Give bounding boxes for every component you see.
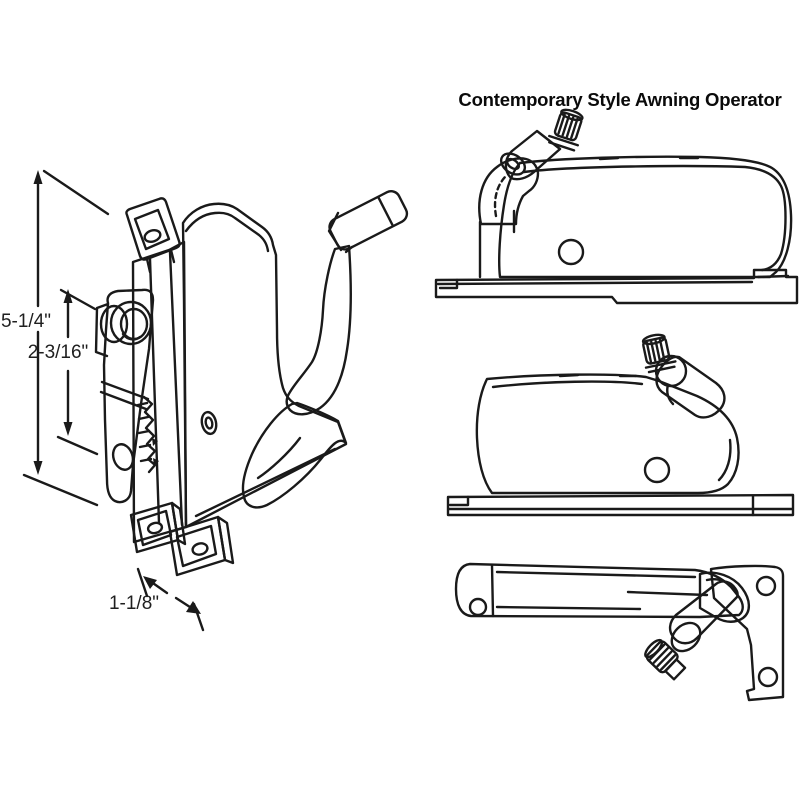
base-screw-hole-left [146,521,164,535]
operator-housing [181,202,348,529]
dimension-overall-height: 5-1/4" [1,169,110,507]
body-hole [468,597,488,617]
side-view-crank-left [434,108,799,305]
crank-grip [328,190,409,251]
dimension-base-width: 1-1/8" [109,567,205,632]
crank-ferrule [327,211,343,252]
housing-screw-hole [200,410,218,436]
base-pad-right [168,515,227,577]
pivot-roller [99,300,153,346]
spline-stud [644,638,687,681]
crank-stud-cylinder [668,580,739,645]
knurled-collar [670,621,702,653]
base-width-label: 1-1/8" [109,593,159,614]
bracket-hole-top [755,575,777,597]
dimension-pivot-height: 2-3/16" [28,288,99,456]
top-mounting-tab [125,197,181,274]
side-view-crank-right [446,333,795,517]
arm-shoe [241,401,348,509]
crank-arm [285,244,352,416]
crank-handle [241,190,409,509]
crank-hub [698,571,751,623]
link-arm [94,288,155,504]
corner-bracket [709,564,785,702]
housing-body [498,155,793,279]
housing-hole [557,238,585,266]
housing-hole [643,456,671,484]
overall-height-label: 5-1/4" [1,311,51,332]
pivot-height-label: 2-3/16" [28,342,89,363]
spring-detail [136,395,159,474]
crank-hub [478,157,540,226]
mounting-channel [131,240,188,544]
base-flange [434,268,799,305]
base-screw-hole-right [191,542,209,556]
base-flange [446,493,795,517]
arm-slot-hole [111,443,135,471]
figure-title: Contemporary Style Awning Operator [458,89,781,110]
isometric-view [94,190,409,577]
tab-screw-hole [143,229,162,243]
mounting-base [129,501,235,577]
folded-view [454,562,785,702]
spline-stud [548,108,584,152]
spline-stud [641,333,677,374]
bracket-hole-bottom [757,666,779,688]
housing-body [475,373,740,495]
